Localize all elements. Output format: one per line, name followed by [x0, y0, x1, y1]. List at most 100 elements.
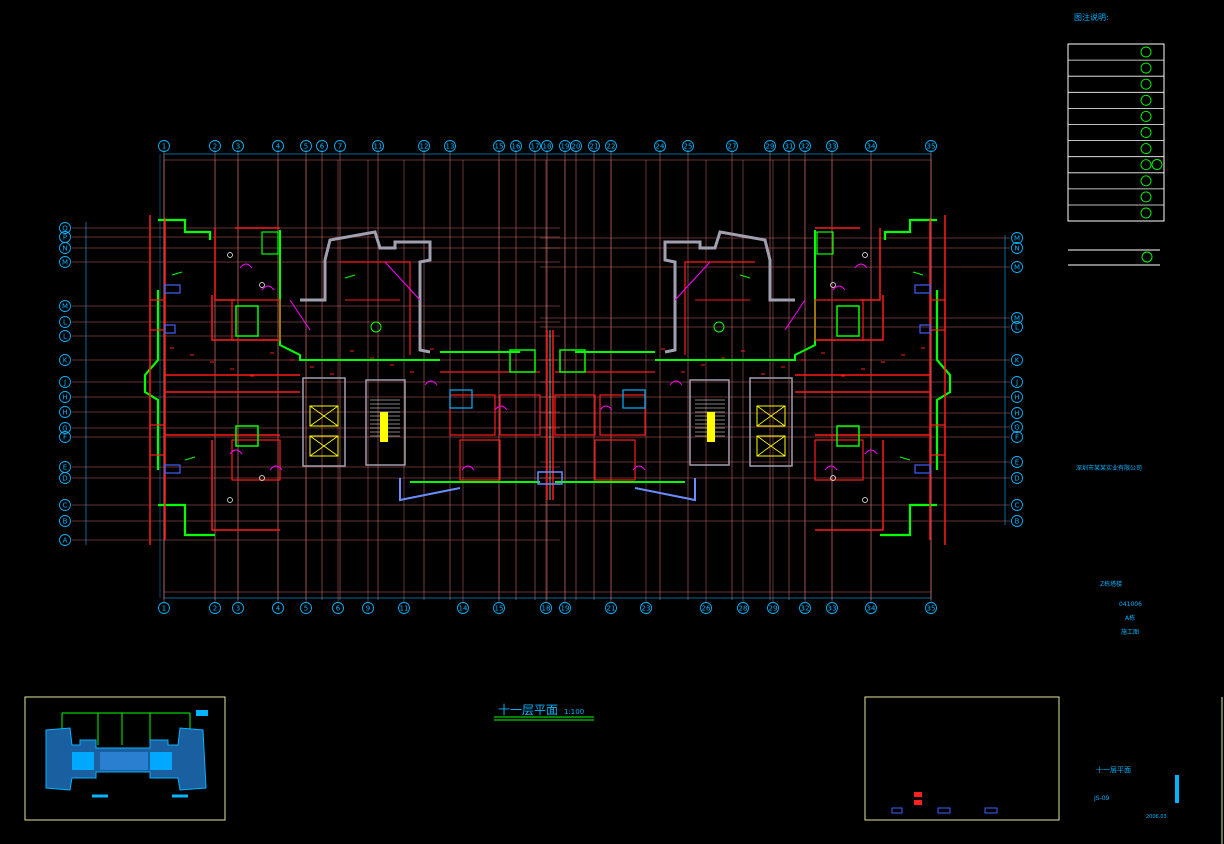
svg-text:Q: Q	[62, 225, 68, 233]
axis-bubble-31: 31	[783, 140, 795, 152]
axis-bubble-E: E	[59, 461, 71, 473]
axis-bubble-L: L	[59, 316, 71, 328]
axis-bubble-F: F	[59, 431, 71, 443]
svg-text:D: D	[62, 475, 67, 483]
svg-text:3: 3	[236, 143, 240, 151]
axis-bubble-1: 1	[158, 602, 170, 614]
axis-bubble-K: K	[59, 354, 71, 366]
axis-bubble-G: G	[59, 422, 71, 434]
axis-bubble-32: 32	[799, 140, 811, 152]
axis-bubble-32: 32	[799, 602, 811, 614]
svg-text:L: L	[1015, 324, 1019, 332]
axis-bubble-2: 2	[209, 140, 221, 152]
axis-bubble-29: 29	[764, 140, 776, 152]
axis-bubble-5: 5	[300, 140, 312, 152]
axis-bubble-3: 3	[232, 602, 244, 614]
axis-bubble-Q: Q	[59, 222, 71, 234]
svg-text:G: G	[62, 425, 67, 433]
company-name: 深圳市某某实业有限公司	[1076, 464, 1142, 472]
axis-bubble-H: H	[59, 391, 71, 403]
svg-text:23: 23	[642, 605, 651, 613]
axis-bubble-19: 19	[559, 140, 571, 152]
svg-text:D: D	[1014, 475, 1019, 483]
svg-text:1: 1	[162, 143, 166, 151]
drawing-title-block: 十一层平面 1:100	[494, 703, 594, 721]
axis-bubble-M: M	[1011, 312, 1023, 324]
axis-bubble-23: 23	[640, 602, 652, 614]
svg-text:18: 18	[542, 605, 551, 613]
axis-bubble-J: J	[59, 376, 71, 388]
floor-plan	[143, 215, 952, 545]
axis-bubble-26: 26	[700, 602, 712, 614]
svg-text:34: 34	[867, 143, 876, 151]
drawing-stage: 施工图	[1121, 628, 1139, 636]
axis-bubble-D: D	[1011, 472, 1023, 484]
svg-text:M: M	[1014, 264, 1020, 272]
legend-title: 图注说明:	[1074, 12, 1109, 22]
sheet-title: 十一层平面	[1096, 765, 1131, 774]
axis-bubble-J: J	[1011, 376, 1023, 388]
project-name: Z栋塔楼	[1100, 580, 1122, 588]
svg-text:12: 12	[420, 143, 429, 151]
svg-text:E: E	[1015, 459, 1019, 467]
svg-text:3: 3	[236, 605, 240, 613]
axis-bubble-5: 5	[300, 602, 312, 614]
svg-text:24: 24	[656, 143, 665, 151]
axis-bubble-21: 21	[588, 140, 600, 152]
svg-text:J: J	[1015, 379, 1018, 387]
svg-text:25: 25	[684, 143, 693, 151]
svg-text:M: M	[1014, 235, 1020, 243]
svg-text:15: 15	[495, 605, 504, 613]
axis-bubble-14: 14	[457, 602, 469, 614]
axis-bubble-15: 15	[493, 140, 505, 152]
axis-bubble-P: P	[59, 231, 71, 243]
axis-bubble-C: C	[1011, 499, 1023, 511]
svg-text:21: 21	[590, 143, 599, 151]
svg-text:M: M	[62, 303, 68, 311]
svg-text:F: F	[63, 434, 67, 442]
svg-text:11: 11	[400, 605, 409, 613]
axis-bubble-B: B	[59, 515, 71, 527]
svg-text:28: 28	[739, 605, 748, 613]
axis-bubble-M: M	[59, 256, 71, 268]
axis-bubble-35: 35	[925, 140, 937, 152]
svg-text:34: 34	[867, 605, 876, 613]
project-code: 041006	[1119, 601, 1142, 608]
svg-text:29: 29	[766, 143, 775, 151]
axis-bubble-28: 28	[737, 602, 749, 614]
axis-bubble-H: H	[59, 406, 71, 418]
axis-bubble-1: 1	[158, 140, 170, 152]
drawing-scale: 1:100	[564, 708, 584, 716]
svg-text:N: N	[1014, 245, 1019, 253]
axis-bubble-7: 7	[334, 140, 346, 152]
svg-text:F: F	[1015, 434, 1019, 442]
axis-bubble-D: D	[59, 472, 71, 484]
svg-text:6: 6	[320, 143, 325, 151]
svg-text:2: 2	[213, 143, 217, 151]
svg-text:5: 5	[304, 605, 308, 613]
axis-bubble-11: 11	[398, 602, 410, 614]
svg-text:K: K	[1015, 357, 1020, 365]
svg-text:4: 4	[276, 605, 281, 613]
drawing-date: 2006.03	[1146, 814, 1167, 820]
axis-bubble-24: 24	[654, 140, 666, 152]
svg-text:H: H	[62, 409, 67, 417]
axis-bubble-6: 6	[316, 140, 328, 152]
svg-text:5: 5	[304, 143, 308, 151]
axis-bubble-L: L	[59, 330, 71, 342]
svg-text:32: 32	[801, 605, 810, 613]
axis-bubble-17: 17	[529, 140, 541, 152]
svg-text:6: 6	[336, 605, 341, 613]
axis-bubble-3: 3	[232, 140, 244, 152]
key-plan	[24, 696, 226, 821]
axis-bubble-9: 9	[362, 602, 374, 614]
sheet-number: JS-09	[1093, 795, 1110, 802]
svg-text:J: J	[63, 379, 66, 387]
svg-text:16: 16	[512, 143, 521, 151]
svg-text:26: 26	[702, 605, 711, 613]
svg-text:7: 7	[338, 143, 342, 151]
svg-text:H: H	[62, 394, 67, 402]
svg-text:11: 11	[374, 143, 383, 151]
axis-bubble-18: 18	[541, 140, 553, 152]
